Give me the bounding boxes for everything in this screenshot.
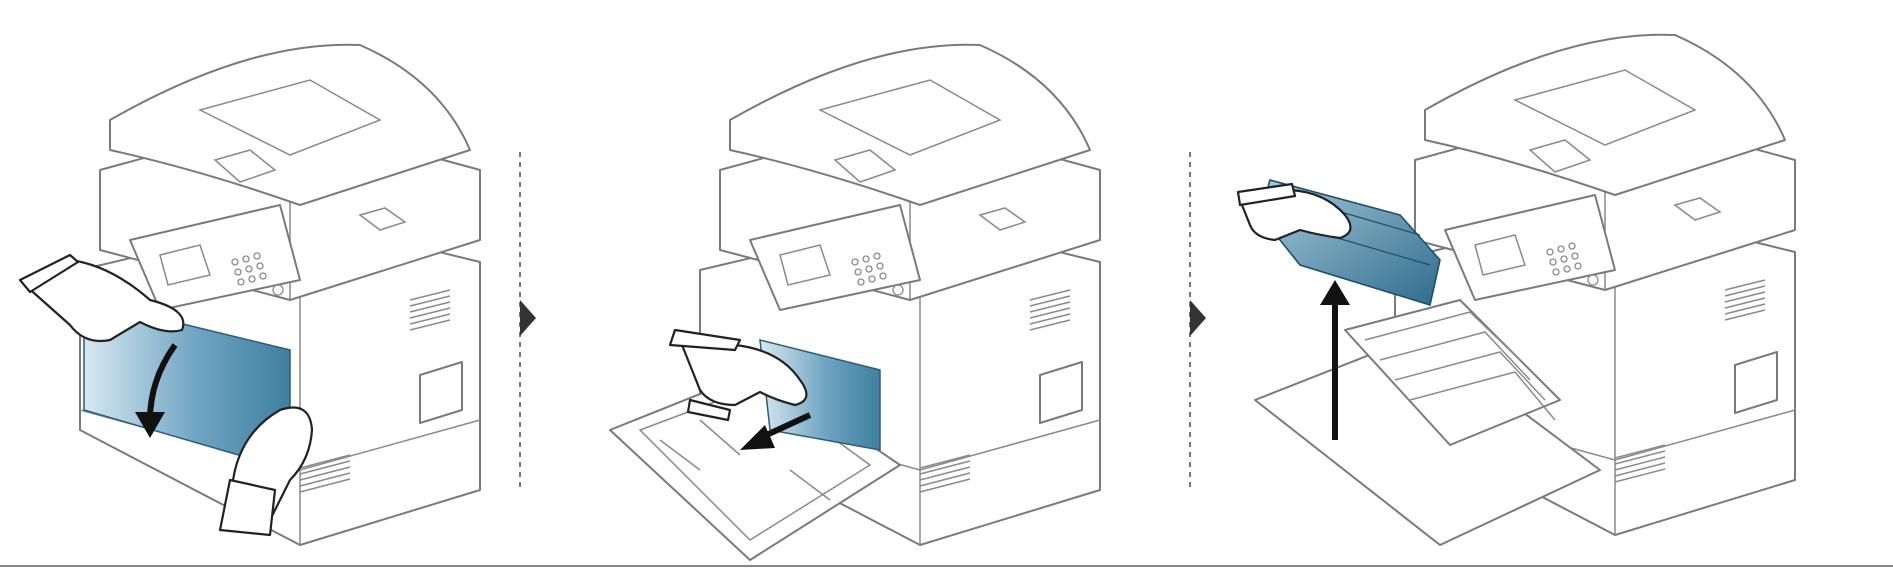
hand-icon [678,338,808,407]
open-front-door [1254,334,1601,546]
step-2-pull-out-unit [609,43,1101,561]
separator-1 [519,152,536,488]
left-hand-icon [23,258,185,343]
step-arrow-icon [520,300,536,336]
step-arrow-icon [1190,300,1206,336]
separator-2 [1189,152,1206,488]
step-1-open-front-cover [18,43,481,547]
step-3-remove-cartridge [1236,33,1796,546]
hand-icon [1238,188,1352,242]
cartridge-drawer [1344,299,1561,446]
